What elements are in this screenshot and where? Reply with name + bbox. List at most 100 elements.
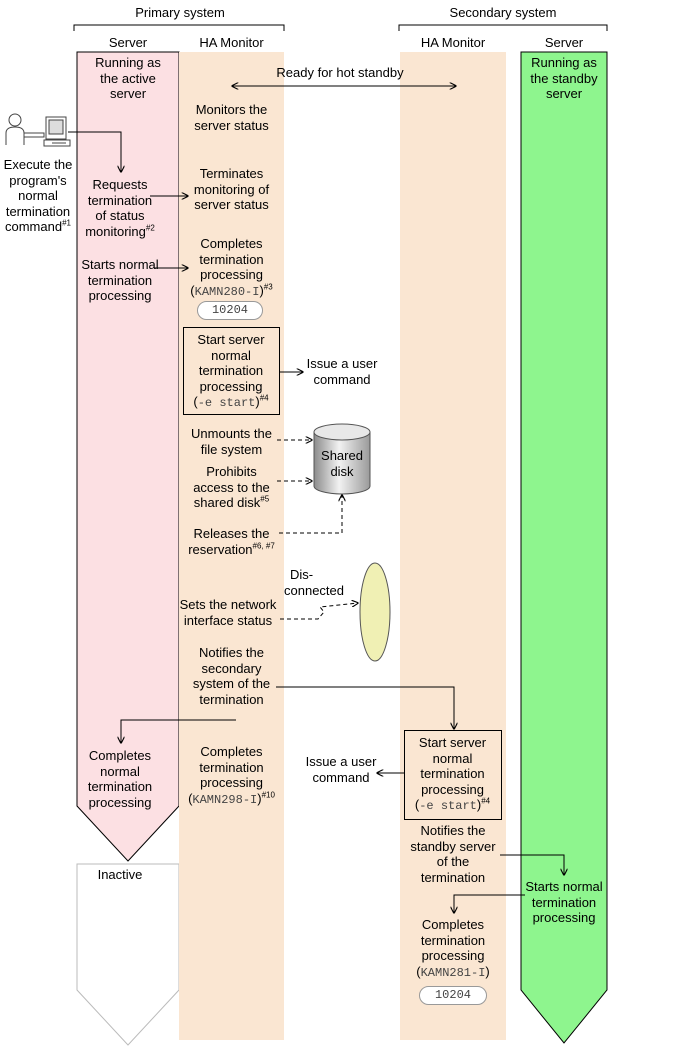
standby-complete-arrow [454, 894, 525, 913]
disconnected-label: Dis- connected [284, 567, 354, 598]
paren: ) [255, 394, 260, 409]
line: command#1 [0, 219, 76, 235]
message-id: KAMN298-I [192, 792, 258, 807]
code-badge-1: 10204 [197, 301, 263, 320]
line: Dis- [290, 567, 314, 582]
primary-server-header: Server [108, 35, 148, 50]
line: server status [194, 197, 269, 212]
paren: ) [485, 963, 490, 979]
line: Starts normal [525, 879, 603, 894]
paren: ) [259, 282, 264, 298]
line: termination [531, 894, 597, 910]
note: #5 [260, 494, 270, 504]
line: file system [200, 441, 263, 457]
line: reservation#6, #7 [179, 542, 284, 558]
line: termination [87, 779, 153, 794]
line: Shared [321, 448, 363, 463]
line: the active [100, 70, 156, 86]
line: monitoring#2 [70, 224, 170, 240]
unmounts-label: Unmounts the file system [179, 426, 284, 457]
note: #6, #7 [252, 541, 275, 551]
line: Execute the [3, 157, 73, 172]
notify-primary-server-arrow [121, 719, 236, 743]
paren: ( [188, 790, 193, 806]
line: processing [200, 267, 263, 282]
secondary-ha-lane [400, 52, 506, 1040]
primary-inactive-lane [76, 863, 180, 1046]
inactive-label: Inactive [97, 867, 143, 882]
line: Prohibits [206, 464, 257, 479]
primary-ha-lane [179, 52, 284, 1040]
start-server-label-secondary: Start server normal termination processi… [404, 735, 501, 815]
operator-icon [5, 113, 71, 147]
line: disk [330, 463, 354, 479]
message-id: KAMN281-I [420, 965, 486, 980]
line: Terminates [199, 166, 264, 181]
line: Running as [531, 55, 597, 70]
line: Running as [95, 55, 161, 70]
line: normal [100, 763, 140, 779]
terminates-monitoring-label: Terminates monitoring of server status [179, 166, 284, 213]
line: termination [420, 869, 486, 885]
line: termination [420, 766, 485, 781]
line: normal [211, 347, 251, 363]
primary-ha-header: HA Monitor [199, 35, 264, 50]
text: command [5, 219, 63, 234]
shared-disk-icon [313, 423, 371, 495]
line: (KAMN280-I)#3 [179, 283, 284, 301]
running-standby-label: Running as the standby server [521, 55, 607, 102]
starts-normal-secondary-label: Starts normal termination processing [516, 879, 612, 926]
line: system of the [192, 676, 271, 691]
line: Issue a user [306, 356, 378, 371]
line: termination [87, 272, 153, 288]
line: of the [436, 854, 470, 869]
line: processing [532, 910, 596, 925]
note: #4 [259, 393, 269, 403]
line: Notifies the [420, 823, 486, 838]
text: shared disk [193, 495, 261, 510]
line: server status [194, 117, 269, 133]
line: termination [199, 251, 264, 267]
start-server-label-primary: Start server normal termination processi… [183, 332, 279, 412]
line: program's [9, 172, 67, 188]
completes-normal-label: Completes normal termination processing [77, 748, 163, 810]
line: Start server [418, 735, 487, 750]
line: command [312, 769, 370, 785]
line: Completes [421, 917, 485, 932]
line: Completes [200, 744, 263, 759]
line: termination [198, 363, 264, 378]
line: of status [95, 208, 145, 223]
line: termination [420, 932, 486, 948]
line: Releases the [193, 526, 270, 541]
line: shared disk#5 [179, 495, 284, 511]
notify-standby-arrow [500, 854, 564, 875]
message-id: KAMN280-I [194, 284, 260, 299]
secondary-server-lane [520, 51, 608, 1044]
completes-termination-secondary-label: Completes termination processing (KAMN28… [400, 917, 506, 981]
line: (-e start)#4 [183, 394, 279, 412]
primary-server-lane [76, 51, 180, 862]
notifies-standby-label: Notifies the standby server of the termi… [400, 823, 506, 885]
operator-command-label: Execute the program's normal termination… [0, 157, 76, 235]
line: termination [5, 203, 71, 219]
line: Requests [92, 177, 148, 192]
line: server [109, 86, 147, 101]
sets-network-label: Sets the network interface status [172, 597, 284, 628]
note: #2 [145, 223, 155, 233]
note: #4 [481, 796, 491, 806]
notify-secondary-arrow [276, 686, 454, 729]
running-active-label: Running as the active server [77, 55, 179, 102]
line: secondary [201, 660, 262, 676]
line: standby server [410, 838, 496, 854]
line: normal [18, 188, 58, 203]
secondary-ha-header: HA Monitor [420, 35, 486, 50]
ready-hot-standby-label: Ready for hot standby [276, 65, 404, 80]
line: connected [284, 582, 344, 598]
line: Unmounts the [191, 426, 272, 441]
paren: ) [476, 797, 482, 812]
line: interface status [183, 612, 273, 628]
note: #1 [62, 218, 71, 228]
monitors-label: Monitors the server status [179, 102, 284, 133]
line: (KAMN281-I) [400, 964, 506, 982]
